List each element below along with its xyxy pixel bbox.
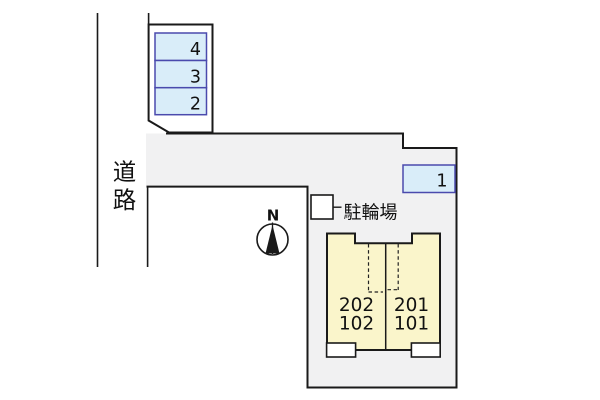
building-outline [326, 232, 441, 351]
parking-space-2 [154, 86, 208, 116]
unit-label-201: 201 [394, 295, 429, 316]
parking-space-1-label: 1 [436, 171, 447, 191]
unit-label-102: 102 [339, 314, 374, 335]
dashed-stair-left [367, 244, 383, 293]
road-label-top: 道 [113, 158, 137, 186]
bicycle-parking-marker [310, 194, 334, 220]
road-label-bottom: 路 [113, 186, 137, 214]
bicycle-parking-label: 駐輪場 [344, 203, 398, 224]
entrance-porch-right [410, 342, 441, 358]
parking-space-2-label: 2 [190, 95, 201, 115]
dashed-stair-right [387, 244, 399, 291]
parking-space-3-label: 3 [190, 67, 201, 87]
parking-space-1 [402, 164, 456, 194]
site-boundary [146, 132, 458, 389]
entrance-porch-left [325, 342, 357, 358]
unit-label-101: 101 [394, 314, 429, 335]
compass-needle [265, 225, 280, 254]
parking-space-4-label: 4 [190, 40, 201, 60]
parking-space-4 [154, 32, 208, 62]
unit-label-202: 202 [339, 295, 374, 316]
compass-north-label: N [267, 207, 280, 225]
parking-space-3 [154, 59, 208, 89]
